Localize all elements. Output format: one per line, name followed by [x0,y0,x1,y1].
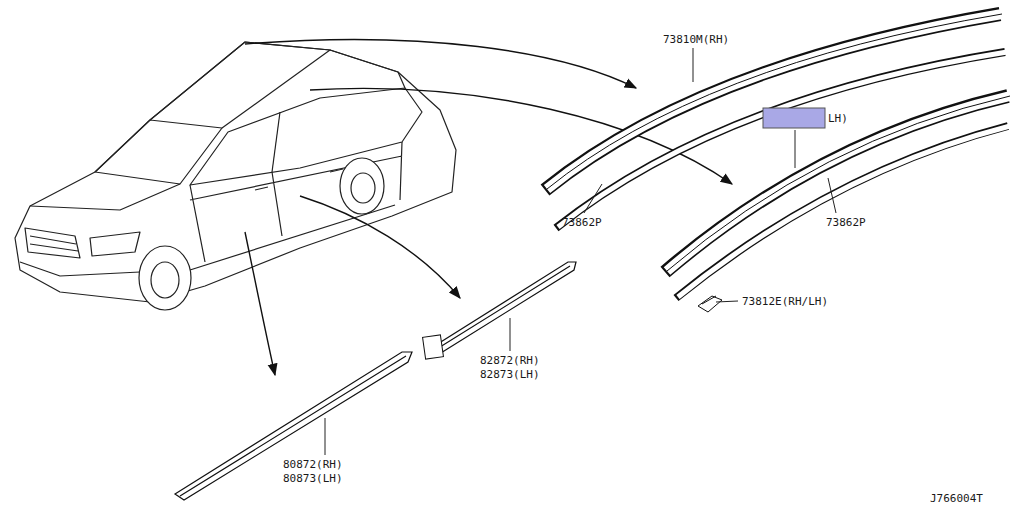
drip-seal [678,126,1010,297]
drip-molding [547,14,1002,189]
part-number: 73862P [826,216,866,229]
door-lines [190,142,402,262]
leader-line [795,130,796,168]
molding-end-piece [423,335,444,359]
front-wheel-hub [151,262,179,298]
drip-seal [558,52,1007,227]
rear-window [330,50,405,88]
drip-seal [676,126,1008,298]
leader-line [584,184,602,213]
part-number: 73812E(RH/LH) [742,295,828,308]
leader-line [510,318,511,351]
part-number: 73862P [562,216,602,229]
windshield [95,120,222,184]
drip-molding [665,96,1008,272]
part-number: 80872(RH) [283,458,343,471]
side-sill [190,205,395,270]
bumper [20,262,140,276]
arrow [245,40,636,88]
covered-label-patch [763,108,825,128]
rear-wheel-hub [351,173,375,203]
arrow [310,88,732,184]
part-number: 73810M(RH) [663,33,729,46]
arrows [245,40,732,375]
side-windows [190,88,422,185]
car-drawing [15,42,456,310]
part-number: 82873(LH) [480,368,540,381]
rear-wheel [340,158,384,214]
roof [150,42,330,128]
arrow [300,196,460,298]
arrow [245,232,275,375]
part-number: 80873(LH) [283,472,343,485]
headlight [90,232,140,256]
leader-line [693,48,694,82]
leader-lines [325,48,836,455]
pillar [272,112,280,172]
clip [698,296,722,312]
drip-seal [556,52,1005,228]
hood [30,184,180,210]
drawing-number: J766004T [930,492,983,505]
drip-molding [547,14,1002,189]
door-handles [255,169,343,190]
car-body [15,42,456,302]
leader-line [828,178,836,213]
part-number: LH) [828,112,848,125]
drip-molding [545,14,1000,190]
moldings [545,14,1010,298]
part-number: 82872(RH) [480,354,540,367]
leader-line [716,301,738,302]
leader-line [325,418,326,455]
side-molding [175,352,412,500]
grille [25,228,80,258]
drip-molding [667,96,1010,271]
front-wheel [139,246,191,310]
drip-molding [667,96,1010,271]
side-molding [428,262,576,356]
